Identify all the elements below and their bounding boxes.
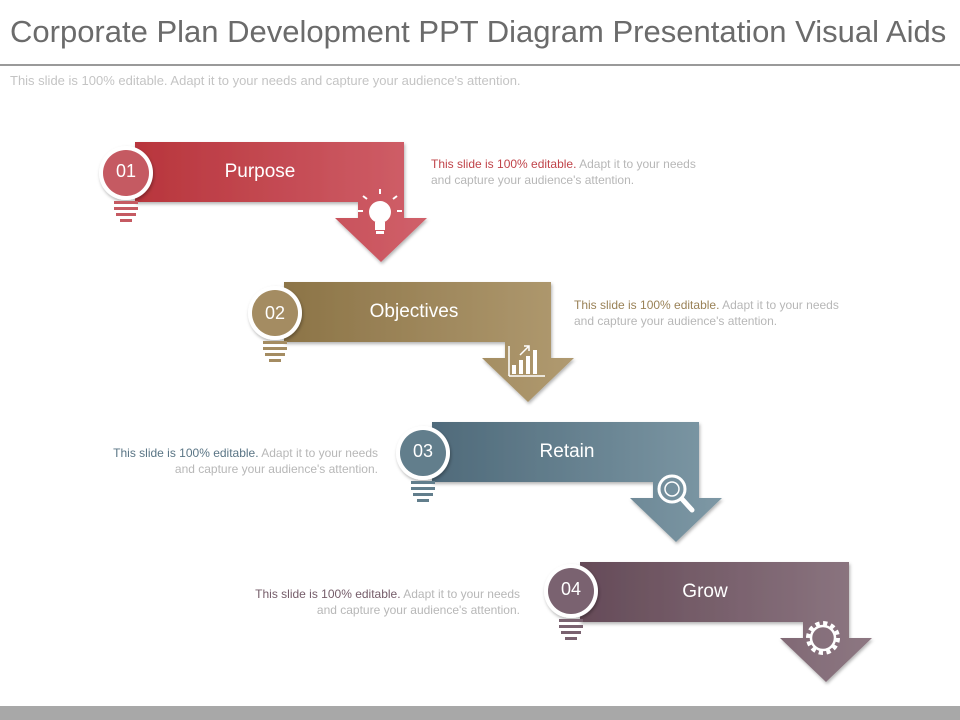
step-4-description-rest: Adapt it to your needs	[400, 587, 520, 601]
step-4-description-lead: This slide is 100% editable.	[255, 587, 401, 601]
slide-title: Corporate Plan Development PPT Diagram P…	[10, 14, 947, 49]
slide-subtitle: This slide is 100% editable. Adapt it to…	[10, 73, 521, 88]
step-1-label: Purpose	[224, 161, 296, 182]
step-2-description-lead: This slide is 100% editable.	[574, 298, 720, 312]
magnifier-icon	[657, 474, 695, 513]
step-2	[248, 282, 574, 402]
step-2-bulb	[248, 286, 302, 362]
step-3-description: This slide is 100% editable. Adapt it to…	[78, 445, 378, 477]
step-3-bulb	[396, 426, 450, 502]
step-2-description-line2: and capture your audience's attention.	[574, 314, 778, 328]
step-4-bulb	[544, 564, 598, 640]
lightbulb-icon	[358, 189, 402, 234]
step-2-arrow	[284, 282, 574, 402]
step-1	[99, 142, 427, 262]
title-divider	[0, 64, 960, 66]
step-1-bulb	[99, 146, 153, 222]
step-3-description-rest: Adapt it to your needs	[258, 446, 378, 460]
step-3-label: Retain	[539, 441, 595, 462]
step-4-description-line2: and capture your audience's attention.	[316, 603, 520, 617]
step-1-description-lead: This slide is 100% editable.	[431, 157, 577, 171]
step-3-description-line2: and capture your audience's attention.	[174, 462, 378, 476]
step-4-number: 04	[560, 579, 582, 599]
gear-icon	[806, 621, 840, 655]
step-2-label: Objectives	[369, 301, 459, 322]
step-4-description: This slide is 100% editable. Adapt it to…	[220, 586, 520, 618]
step-4-label: Grow	[682, 581, 728, 602]
step-2-number: 02	[264, 303, 286, 323]
step-1-number: 01	[115, 161, 137, 181]
step-3-arrow	[432, 422, 722, 542]
step-3-description-lead: This slide is 100% editable.	[113, 446, 259, 460]
step-2-description-rest: Adapt it to your needs	[719, 298, 839, 312]
step-4	[544, 562, 872, 682]
step-3	[396, 422, 722, 542]
step-2-description: This slide is 100% editable. Adapt it to…	[574, 297, 874, 329]
bar-chart-icon	[508, 345, 545, 377]
step-1-description-line2: and capture your audience's attention.	[431, 173, 635, 187]
footer-bar	[0, 706, 960, 720]
step-3-number: 03	[412, 441, 434, 461]
step-1-arrow	[135, 142, 427, 262]
step-4-arrow	[580, 562, 872, 682]
step-1-description: This slide is 100% editable. Adapt it to…	[431, 156, 731, 188]
step-1-description-rest: Adapt it to your needs	[576, 157, 696, 171]
